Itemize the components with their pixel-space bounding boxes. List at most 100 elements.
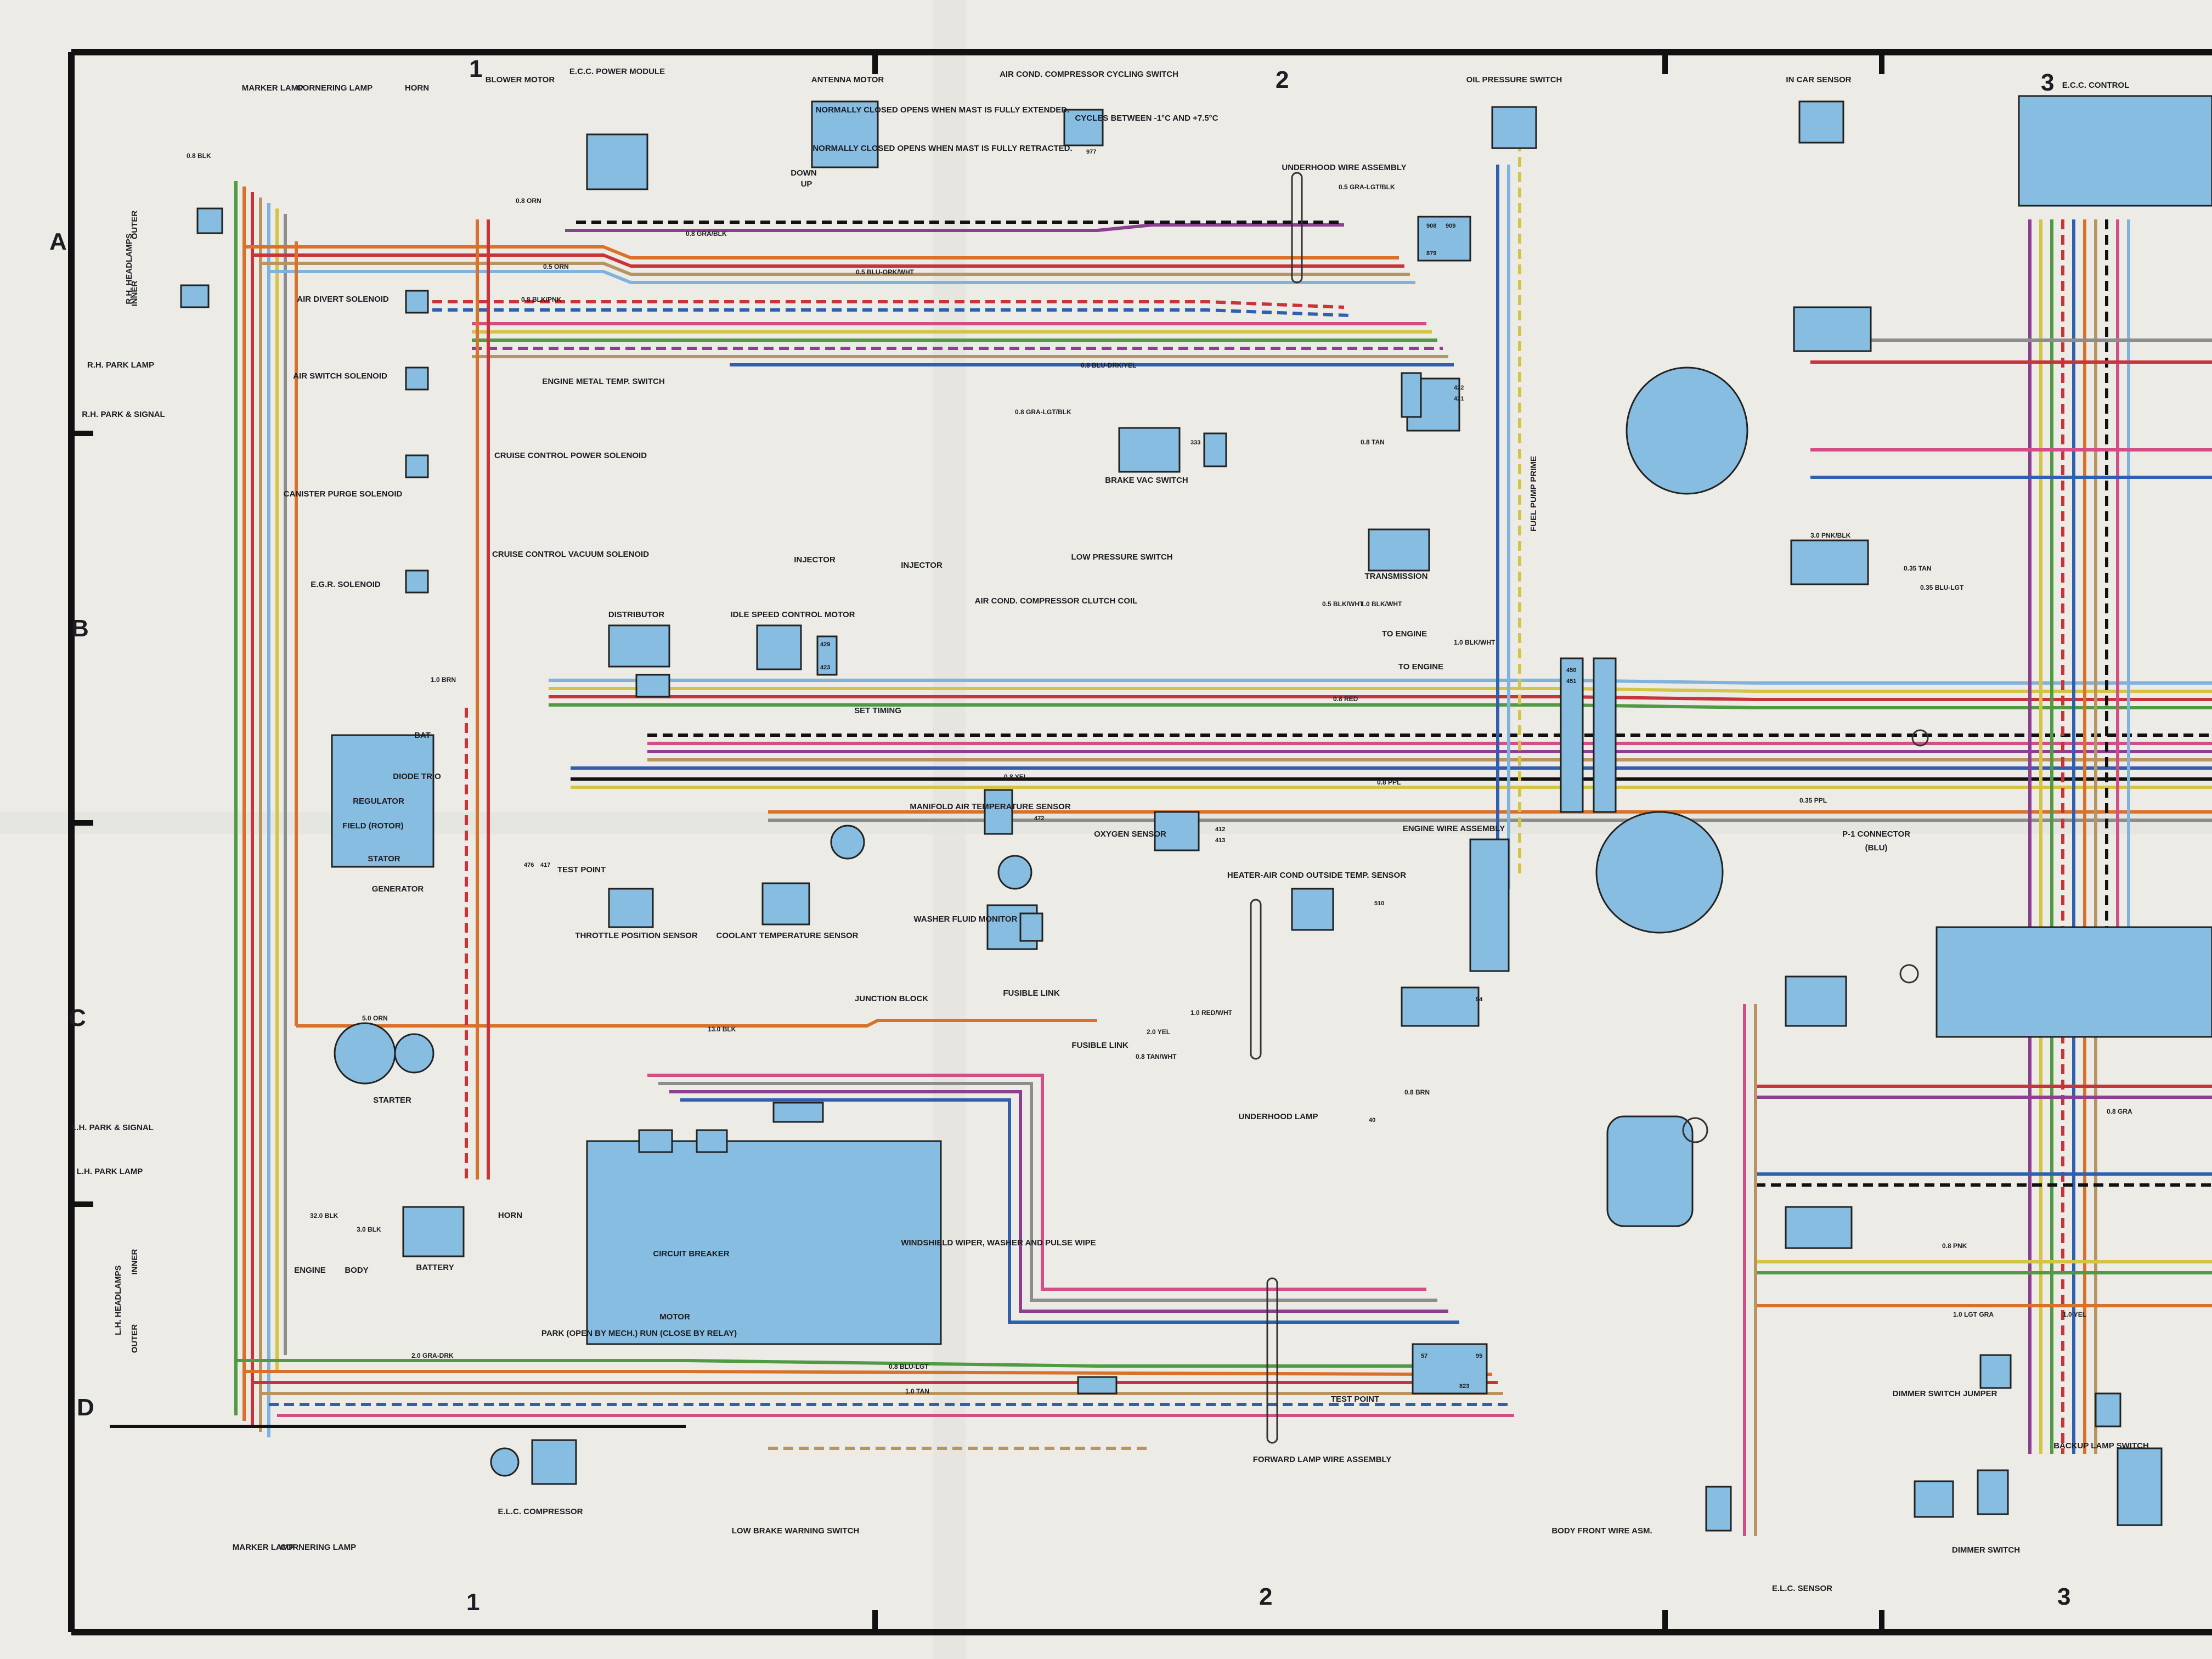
rh-park-signal-label: R.H. PARK & SIGNAL	[82, 410, 165, 419]
mat-circle	[997, 855, 1032, 890]
canister-purge-label: CANISTER PURGE SOLENOID	[284, 489, 403, 499]
wire-label: 0.8 BLU-LGT	[889, 1363, 929, 1370]
engine-metal-temp-label: ENGINE METAL TEMP. SWITCH	[542, 377, 664, 386]
pin-label: 472	[1034, 815, 1044, 822]
wire-label: 1.0 BLK/WHT	[1361, 600, 1402, 608]
to-engine2-label: TO ENGINE	[1398, 662, 1443, 672]
regulator-label: REGULATOR	[353, 797, 404, 806]
wire-label: 0.8 GRA-LGT/BLK	[1015, 408, 1071, 416]
inner-bottom-label: INNER	[130, 1249, 139, 1274]
pin-label: 908	[1426, 223, 1436, 229]
fusible-link2-label: FUSIBLE LINK	[1071, 1041, 1128, 1050]
wire-label: 1.0 BLK/WHT	[1454, 639, 1496, 646]
wire-label: 1.0 YEL	[2063, 1311, 2086, 1318]
idle-speed-box	[756, 624, 802, 670]
wire-label: 1.0 TAN	[905, 1387, 929, 1395]
body-front-label: BODY FRONT WIRE ASM.	[1551, 1526, 1652, 1536]
starter-circle	[334, 1022, 396, 1085]
wire-label: 0.8 TAN	[1361, 438, 1385, 446]
outer-top-label: OUTER	[130, 211, 139, 240]
junction-block-label: JUNCTION BLOCK	[855, 994, 928, 1003]
set-timing-label: SET TIMING	[854, 706, 901, 715]
horn-bottom-label: HORN	[498, 1211, 522, 1220]
wire-label: 0.35 TAN	[1904, 565, 1931, 572]
component-labels: MARKER LAMP CORNERING LAMP HORN BLOWER M…	[71, 67, 2149, 1593]
antenna-note1-label: NORMALLY CLOSED OPENS WHEN MAST IS FULLY…	[816, 105, 1070, 115]
grid-row-a: A	[49, 228, 67, 255]
lh-park-lamp-label: L.H. PARK LAMP	[77, 1167, 143, 1176]
pin-label: 417	[540, 862, 550, 868]
test-point-label: TEST POINT	[557, 865, 606, 874]
tps-box	[608, 888, 654, 928]
elc-compressor-box	[531, 1439, 577, 1485]
pin-label: 429	[820, 641, 830, 648]
up-label: UP	[801, 179, 812, 189]
manifold-air-box	[984, 789, 1013, 835]
dimmer-switch-label: DIMMER SWITCH	[1952, 1545, 2020, 1555]
wire-label: 13.0 BLK	[708, 1025, 736, 1033]
low-brake-label: LOW BRAKE WARNING SWITCH	[732, 1526, 859, 1536]
in-car-sensor-label: IN CAR SENSOR	[1786, 75, 1851, 84]
underhood-wire-top-label: UNDERHOOD WIRE ASSEMBLY	[1282, 163, 1406, 172]
coolant-box	[761, 882, 810, 926]
pin-label: 413	[1215, 837, 1225, 844]
round-connector-a	[1626, 366, 1748, 495]
wire-harness	[110, 126, 2212, 1536]
antenna-motor-label: ANTENNA MOTOR	[811, 75, 884, 84]
pin-label: 450	[1566, 667, 1576, 674]
field-rotor-label: FIELD (ROTOR)	[342, 821, 403, 831]
brake-vac-box	[1118, 427, 1181, 473]
ecc-control-box	[2018, 95, 2212, 207]
wire-label: 1.0 RED/WHT	[1190, 1009, 1233, 1017]
wire-label: 0.8 BLK	[187, 152, 211, 160]
transmission-label: TRANSMISSION	[1364, 572, 1427, 581]
blu-label: (BLU)	[1865, 843, 1888, 853]
pin-label: 40	[1369, 1117, 1375, 1124]
grid-col-3-top: 3	[2041, 69, 2054, 96]
components	[331, 95, 2212, 1485]
oxygen-box	[1154, 811, 1200, 851]
inner-top-label: INNER	[130, 280, 139, 306]
wire-label: 1.0 BRN	[431, 676, 456, 684]
distributor-label: DISTRIBUTOR	[608, 610, 664, 619]
wire-label: 3.0 BLK	[357, 1226, 381, 1233]
wire-label: 0.35 PPL	[1799, 797, 1827, 804]
battery-box	[402, 1206, 465, 1257]
coolant-circle	[830, 825, 865, 860]
air-switch-label: AIR SWITCH SOLENOID	[293, 371, 387, 381]
pin-label: 879	[1426, 250, 1436, 257]
wire-label: 0.8 ORN	[516, 197, 541, 205]
connector-blocks	[180, 207, 2163, 1532]
horn-top-label: HORN	[405, 83, 429, 93]
wire-label: 0.8 BLU-DRK/YEL	[1081, 362, 1136, 369]
outside-temp-box	[1291, 888, 1334, 931]
to-engine1-label: TO ENGINE	[1382, 629, 1427, 639]
pin-label: 95	[1476, 1353, 1482, 1359]
wire-label: 0.5 GRA-LGT/BLK	[1339, 183, 1395, 191]
stator-label: STATOR	[368, 854, 400, 864]
wire-label: 5.0 ORN	[362, 1014, 388, 1022]
blower-motor-label: BLOWER MOTOR	[486, 75, 555, 84]
round-connector-b	[1595, 811, 1724, 934]
bat-label: BAT	[414, 731, 431, 740]
grid-row-c: C	[69, 1005, 86, 1031]
elc-motor-circle	[490, 1447, 520, 1477]
oil-pressure-label: OIL PRESSURE SWITCH	[1466, 75, 1562, 84]
harness-clips	[1250, 172, 1929, 1444]
engine-gnd-label: ENGINE	[294, 1266, 326, 1275]
body-gnd-label: BODY	[345, 1266, 368, 1275]
wire-label: 0.5 BLK/WHT	[1322, 600, 1364, 608]
wire-labels: 0.8 BLK 0.8 ORN 0.5 ORN 0.8 GRA/BLK 0.8 …	[187, 152, 2132, 1395]
antenna-motor-box	[811, 100, 879, 168]
wire-label: 0.8 YEL	[1004, 773, 1028, 781]
coolant-temp-label: COOLANT TEMPERATURE SENSOR	[716, 931, 859, 940]
fusible-link1-label: FUSIBLE LINK	[1003, 989, 1059, 998]
air-divert-label: AIR DIVERT SOLENOID	[297, 295, 389, 304]
pin-label: 421	[1454, 396, 1464, 402]
starter-label: STARTER	[373, 1096, 411, 1105]
battery-label: BATTERY	[416, 1263, 454, 1272]
pin-label: 412	[1215, 826, 1225, 833]
down-label: DOWN	[791, 168, 817, 178]
wire-label: 0.5 ORN	[543, 263, 569, 270]
ecc-power-module-box	[586, 133, 648, 190]
